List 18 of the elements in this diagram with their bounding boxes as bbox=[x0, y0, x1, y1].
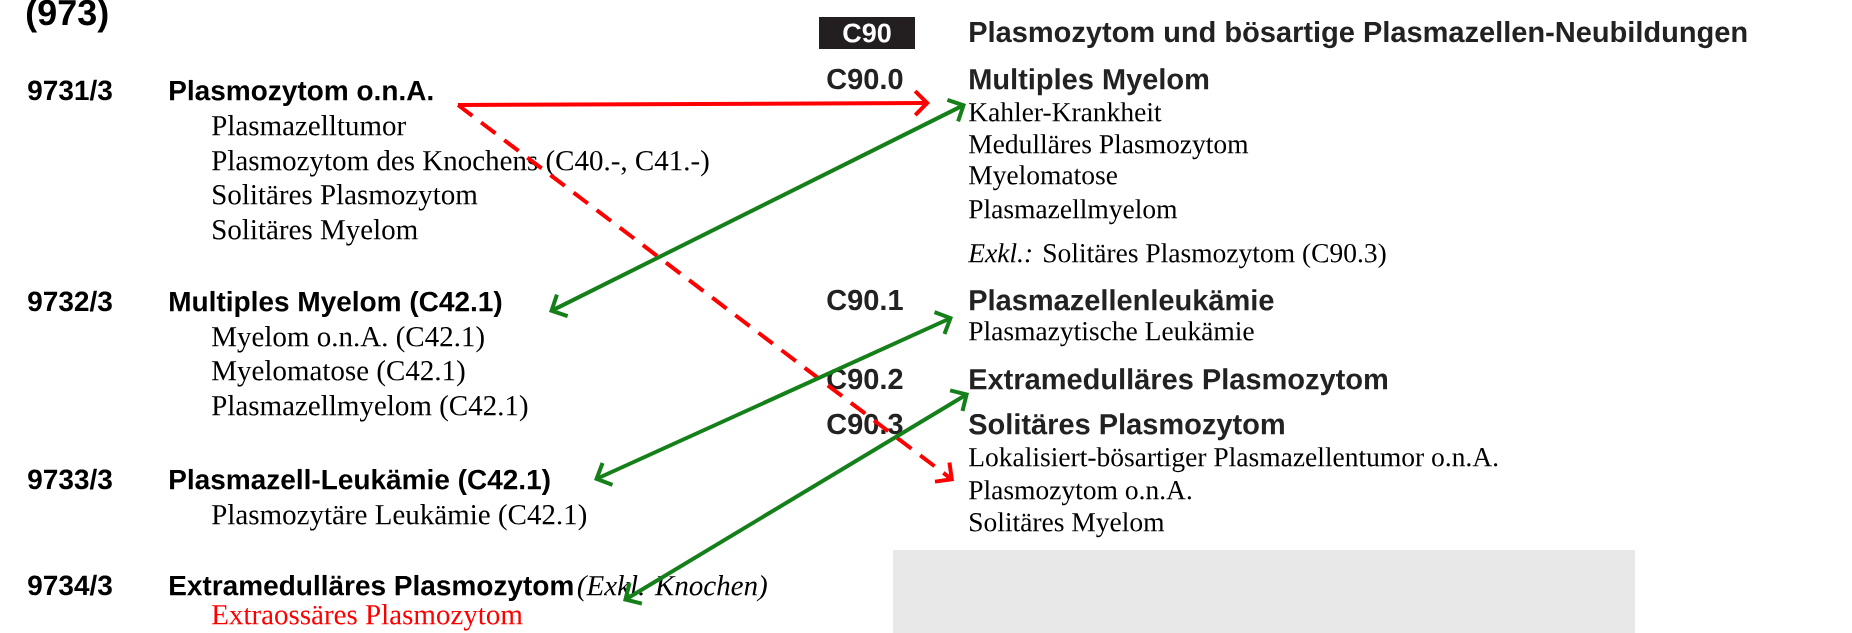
arrow bbox=[458, 89, 930, 117]
term-entry: Multiples Myelom (C42.1) Myelom o.n.A. (C42.1) Myelomatose (C42.1) Plasmazellmyelom (C42.1) bbox=[170, 290, 528, 422]
arrow bbox=[456, 103, 954, 484]
code-label: 9731/3 bbox=[28, 79, 112, 101]
section-heading: C90 Plasmozytom und bösartige Plasmazellen-Neubildungen bbox=[819, 17, 1747, 49]
code-label: 9734/3 bbox=[28, 574, 112, 596]
term-entry: Multiples Myelom Kahler-Krankheit Medulläres Plasmozytom Myelomatose Plasmazellmyelom Exkl.: Solitäres Plasmozytom (C90.3) bbox=[967, 68, 1386, 269]
code-label: 9733/3 bbox=[28, 468, 112, 490]
code-label: 9732/3 bbox=[28, 290, 112, 312]
arrow bbox=[549, 98, 966, 319]
term-entry: Solitäres Plasmozytom Lokalisiert-bösartiger Plasmazellentumor o.n.A. Plasmozytom o.n.A. Solitäres Myelom bbox=[969, 413, 1498, 538]
arrow bbox=[623, 388, 969, 606]
term-entry: Extramedulläres Plasmozytom bbox=[970, 368, 1387, 396]
arrow bbox=[594, 310, 953, 487]
code-label: C90.1 bbox=[827, 289, 903, 311]
term-entry: Plasmazell-Leukämie (C42.1) Plasmozytäre Leukämie (C42.1) bbox=[170, 468, 587, 531]
code-label: C90.0 bbox=[827, 68, 903, 90]
term-entry: Plasmazellenleukämie Plasmazytische Leukämie bbox=[969, 289, 1274, 347]
